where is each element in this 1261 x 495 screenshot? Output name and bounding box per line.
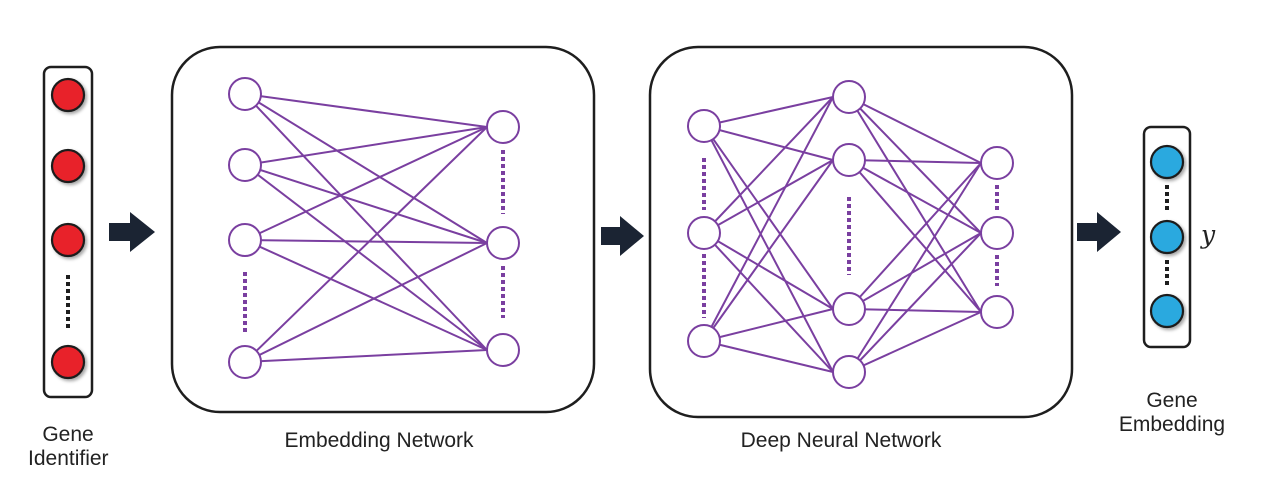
network-node [228, 148, 262, 182]
network-edge [244, 349, 488, 363]
embedding-network-label: Embedding Network [284, 429, 474, 452]
deep-neural-network-label: Deep Neural Network [740, 429, 942, 452]
network-node [832, 143, 866, 177]
network-edge [703, 340, 834, 373]
network-edge [244, 93, 488, 244]
arrow-right-icon [601, 216, 644, 256]
network-edge [703, 125, 834, 161]
gene-identifier-label-line1: Gene [42, 423, 94, 446]
deep-neural-network-nodes [687, 80, 1014, 389]
network-node [486, 110, 520, 144]
network-edge [848, 232, 982, 310]
network-node [832, 292, 866, 326]
gene-embedding-vector [1142, 125, 1192, 349]
gene-identifier-label: Gene Identifier [28, 423, 109, 471]
network-node [228, 223, 262, 257]
network-edge [703, 159, 834, 342]
network-edge [703, 159, 834, 234]
network-edge [848, 96, 982, 313]
network-edge [244, 126, 488, 166]
network-edge [244, 126, 488, 241]
network-node [687, 216, 721, 250]
output-node [1149, 144, 1185, 180]
network-edge [703, 96, 834, 234]
network-node [228, 77, 262, 111]
network-edge [848, 311, 982, 373]
network-edge [848, 232, 982, 373]
gene-embedding-label-line1: Gene [1146, 389, 1198, 412]
network-node [832, 355, 866, 389]
network-edge [244, 93, 488, 351]
output-node [1149, 219, 1185, 255]
network-node [980, 216, 1014, 250]
network-node [980, 146, 1014, 180]
network-edge [848, 96, 982, 234]
gene-identifier-label-line2: Identifier [28, 447, 109, 470]
input-node [50, 77, 86, 113]
gene-embedding-label-line2: Embedding [1118, 413, 1226, 436]
network-edge [848, 162, 982, 310]
arrow-right-icon [109, 212, 155, 252]
input-node [50, 148, 86, 184]
gene-identifier-vector [42, 65, 94, 399]
network-edge [703, 308, 834, 342]
embedding-network [170, 45, 596, 414]
network-edge [703, 96, 834, 127]
network-edge [244, 239, 488, 244]
network-node [486, 226, 520, 260]
network-node [832, 80, 866, 114]
network-edge [703, 96, 834, 342]
deep-neural-network [648, 45, 1074, 419]
network-edge [848, 308, 982, 313]
network-edge [848, 162, 982, 373]
input-node [50, 344, 86, 380]
embedding-network-edges [244, 93, 488, 363]
network-node [228, 345, 262, 379]
network-edge [244, 126, 488, 363]
network-edge [848, 159, 982, 234]
embedding-network-box [170, 45, 596, 414]
network-edge [244, 93, 488, 128]
network-edge [703, 232, 834, 310]
network-node [980, 295, 1014, 329]
network-edge [244, 242, 488, 363]
network-node [687, 324, 721, 358]
network-node [687, 109, 721, 143]
gene-embedding-label: Gene Embedding [1102, 389, 1242, 437]
network-edge [244, 164, 488, 351]
arrow-right-icon [1077, 212, 1121, 252]
network-edge [848, 96, 982, 164]
network-edge [244, 164, 488, 244]
input-node [50, 222, 86, 258]
network-edge [244, 239, 488, 351]
output-symbol: y [1201, 220, 1216, 249]
embedding-network-nodes [228, 77, 520, 379]
output-node [1149, 293, 1185, 329]
network-node [486, 333, 520, 367]
network-edge [848, 159, 982, 164]
network-edge [703, 232, 834, 373]
deep-neural-network-edges [703, 96, 982, 373]
